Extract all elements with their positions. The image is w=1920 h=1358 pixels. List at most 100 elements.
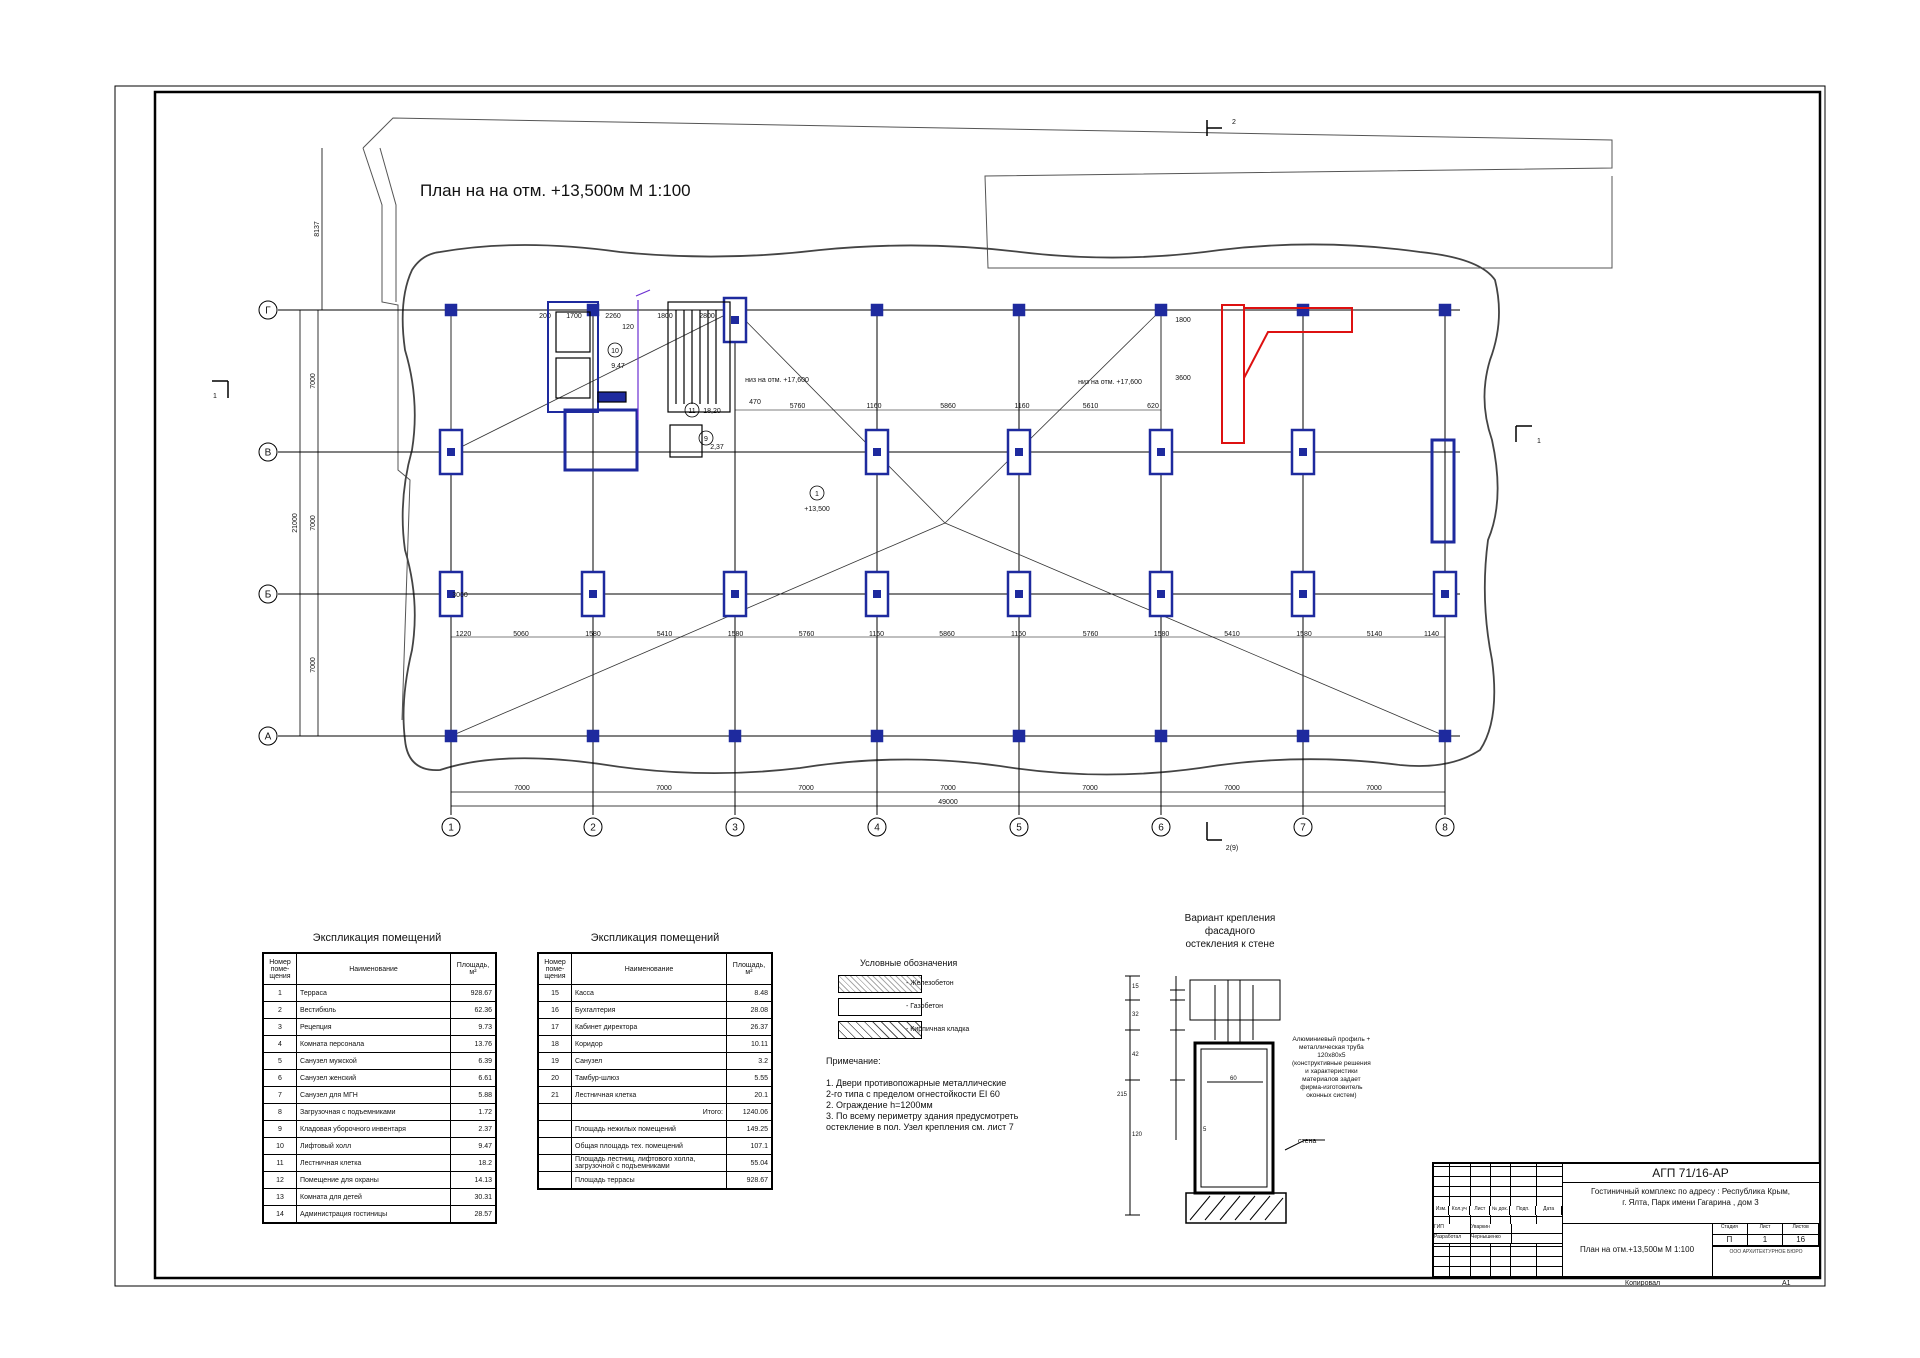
axis-col-bubble-label: 8 (1442, 823, 1448, 834)
dim-row-v-label: 5860 (940, 403, 956, 410)
axis-col-bubble-label: 3 (732, 823, 738, 834)
column-row-b-core (1015, 590, 1023, 598)
column-row-a-core (1299, 732, 1307, 740)
ridge-line (944, 309, 1162, 524)
dim-row-b-label: 5140 (1367, 631, 1383, 638)
cell-name: Комната персонала (296, 1035, 451, 1053)
column-row-v-core (1299, 448, 1307, 456)
stamp-stage-cell: П (1712, 1235, 1748, 1246)
section-mark-label: 2(9) (1226, 845, 1238, 852)
dim-row-b-label: 1160 (1011, 631, 1026, 638)
detail-dim-215: 215 (1117, 1092, 1128, 1098)
column-row-v-core (447, 448, 455, 456)
dim-row-b-label: 5410 (657, 631, 673, 638)
site-terrain (362, 117, 1613, 721)
cell-name: Рецепция (296, 1018, 451, 1036)
cell-area: 6.61 (450, 1069, 497, 1087)
axis-col-bubble (1293, 817, 1313, 837)
cell-name: Комната для детей (296, 1188, 451, 1206)
legend-title: Условные обозначения (860, 958, 958, 968)
detail-dim-32: 32 (1132, 1012, 1139, 1018)
stamp-stage-cell: 16 (1783, 1235, 1820, 1246)
plan-annotation: низ на отм. +17,600 (1078, 379, 1142, 386)
dim-left-label: 7000 (310, 373, 317, 389)
plan-annotation: 9,47 (611, 363, 625, 370)
cell-area: 13.76 (450, 1035, 497, 1053)
cell-name: Администрация гостиницы (296, 1205, 451, 1224)
axis-col-bubble-label: 1 (448, 823, 454, 834)
column-large (1430, 438, 1456, 544)
cell-area: 62.36 (450, 1001, 497, 1019)
cell-number: 2 (262, 1001, 297, 1019)
cell-name: Площадь лестниц, лифтового холла, загруз… (571, 1154, 727, 1172)
stamp-left-grid (1434, 1164, 1563, 1276)
column-row-g-core (589, 306, 597, 314)
cell-area: 9.73 (450, 1018, 497, 1036)
cell-name: Кладовая уборочного инвентаря (296, 1120, 451, 1138)
stamp-copied: Копировал (1625, 1280, 1661, 1287)
cell-name: Коридор (571, 1035, 727, 1053)
cell-area: 2.37 (450, 1120, 497, 1138)
cell-number: 20 (537, 1069, 572, 1087)
axis-col-bubble (867, 817, 887, 837)
ridge-line (944, 522, 1446, 737)
section-marks (212, 120, 1532, 841)
room-tag-label: 9 (704, 436, 708, 443)
stair-lift-core (547, 289, 731, 472)
ridge-line (734, 309, 946, 524)
stamp-person: Уваркин (1471, 1224, 1512, 1233)
stamp-col-header: Изм. (1434, 1206, 1450, 1215)
column-row-b-core (873, 590, 881, 598)
cell-name: Загрузочная с подъемниками (296, 1103, 451, 1121)
room-tag (809, 485, 825, 501)
cell-name: Лифтовый холл (296, 1137, 451, 1155)
column-row-a-core (1015, 732, 1023, 740)
cell-number: 11 (262, 1154, 297, 1172)
column-row-g-core (1015, 306, 1023, 314)
dim-row-v-label: 1160 (866, 403, 881, 410)
explication-2-table: Номер поме-щения Наименование Площадь, м… (537, 952, 773, 1190)
stamp-stage-cell: 1 (1747, 1235, 1784, 1246)
cell-number: 19 (537, 1052, 572, 1070)
cell-number (537, 1171, 572, 1190)
cell-number: 5 (262, 1052, 297, 1070)
column-row-a-core (589, 732, 597, 740)
glazing-detail (1125, 975, 1325, 1224)
axis-col-bubble (1151, 817, 1171, 837)
legend-label-brick: - Кирпичная кладка (906, 1026, 970, 1033)
cell-number: 1 (262, 984, 297, 1002)
cell-number: 3 (262, 1018, 297, 1036)
cell-name: Общая площадь тех. помещений (571, 1137, 727, 1155)
column-row-g-core (447, 306, 455, 314)
axis-col-bubble (725, 817, 745, 837)
cell-area: 1240.06 (726, 1103, 773, 1121)
dim-row-b-label: 1580 (585, 631, 601, 638)
dim-row-v-label: 1160 (1014, 403, 1029, 410)
cell-area: 20.1 (726, 1086, 773, 1104)
column-row-v-core (1015, 448, 1023, 456)
plan-annotation: 1800 (1175, 317, 1191, 324)
cell-area: 3.2 (726, 1052, 773, 1070)
axis-col-bubble-label: 6 (1158, 823, 1164, 834)
dim-row-b-label: 1580 (728, 631, 744, 638)
cell-number: 17 (537, 1018, 572, 1036)
cell-area: 6.39 (450, 1052, 497, 1070)
cell-name: Тамбур-шлюз (571, 1069, 727, 1087)
col-area: Площадь, м² (726, 952, 773, 985)
columns (438, 296, 1458, 743)
